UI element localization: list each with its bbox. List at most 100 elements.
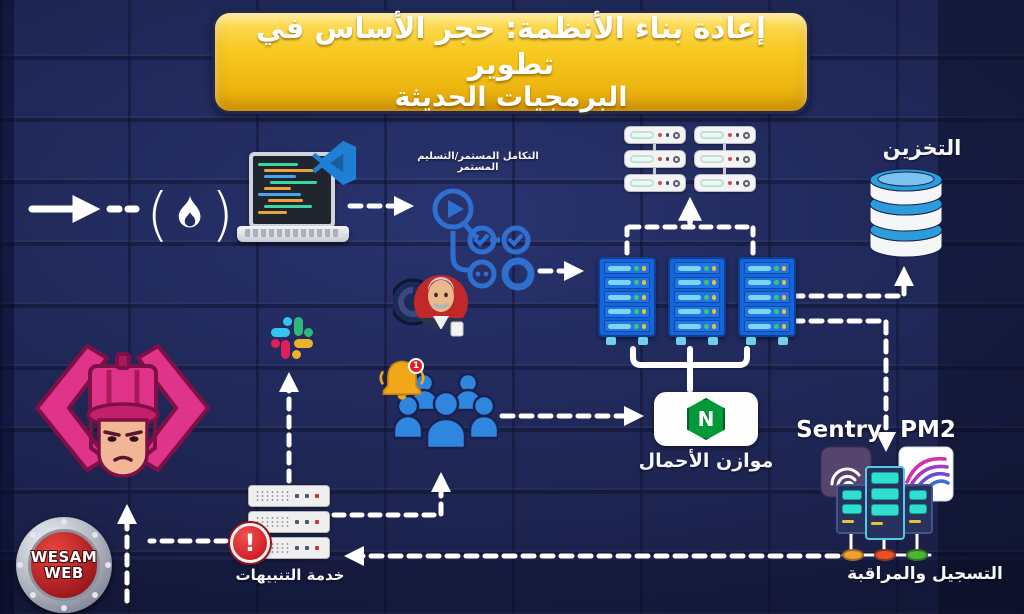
rack-leg <box>708 337 718 345</box>
code-line <box>270 181 317 184</box>
nginx-letter: N <box>697 407 715 431</box>
galactus-icon <box>35 344 210 478</box>
led <box>295 494 299 498</box>
led-green <box>774 323 779 329</box>
rack-slot <box>744 262 790 274</box>
led-yellow <box>641 323 646 329</box>
led <box>295 546 299 550</box>
code-line <box>264 175 297 178</box>
led <box>728 157 732 161</box>
server-link <box>723 168 726 175</box>
rack-slot <box>674 320 720 332</box>
code-line <box>264 169 315 172</box>
led-yellow <box>641 265 646 271</box>
server-ring <box>673 131 681 139</box>
slot-bar <box>678 265 702 271</box>
cicd-label: التكامل المستمر/التسليم المستمر <box>417 151 539 173</box>
app-server-unit <box>694 174 756 192</box>
code-line <box>258 211 287 214</box>
led <box>728 181 732 185</box>
rack-slot <box>744 320 790 332</box>
code-line <box>258 163 298 166</box>
nginx-box: N <box>654 392 758 446</box>
paren-open: ( <box>146 180 169 248</box>
arrow-racks-to-storage <box>789 266 914 299</box>
slack-icon <box>271 317 313 359</box>
server-rack <box>598 257 656 337</box>
server-slot <box>700 179 724 187</box>
rack-slot <box>604 262 650 274</box>
led-yellow <box>781 280 786 285</box>
pipeline-icon <box>432 188 535 291</box>
rack-slot <box>674 305 720 318</box>
title-line-2: البرمجيات الحديثة <box>394 82 628 114</box>
led-green <box>774 294 779 300</box>
tower-slot <box>842 490 862 500</box>
tower-slot <box>871 504 899 516</box>
server-rack <box>738 257 796 337</box>
slot-bar <box>678 323 702 329</box>
led-yellow <box>641 309 646 314</box>
load-balancer-label: موازن الأحمال <box>638 450 774 472</box>
led-yellow <box>781 294 786 300</box>
laptop-base <box>237 226 349 242</box>
bell-count-badge: 1 <box>408 358 424 374</box>
bracket-racks-to-appservers <box>624 215 756 256</box>
alert-server-unit <box>248 511 330 533</box>
led <box>315 494 319 498</box>
rack-slot <box>604 276 650 289</box>
server-slot <box>700 155 724 163</box>
monitor-tower <box>903 484 933 534</box>
server-rack <box>668 257 726 337</box>
laptop-keyboard <box>245 229 341 237</box>
vent-grid <box>255 516 289 528</box>
led <box>315 520 319 524</box>
title-banner: إعادة بناء الأنظمة: حجر الأساس في تطوير … <box>212 10 810 114</box>
rack-leg <box>606 337 616 345</box>
app-server-unit <box>694 150 756 168</box>
led <box>295 520 299 524</box>
slot-bar <box>748 323 772 329</box>
bracket-racks-to-nginx <box>630 346 750 393</box>
led <box>735 157 740 161</box>
rack-slot <box>674 291 720 303</box>
led-green <box>634 309 639 314</box>
slot-bar <box>748 265 772 271</box>
led-green <box>634 323 639 329</box>
server-ring <box>743 131 751 139</box>
users-group-icon <box>394 372 498 450</box>
monitor-tower-main <box>865 466 905 540</box>
monitor-tower <box>836 484 868 534</box>
led-yellow <box>781 265 786 271</box>
rack-slot <box>604 305 650 318</box>
led <box>305 520 309 524</box>
code-line <box>268 199 303 202</box>
app-server-unit <box>624 174 686 192</box>
rack-leg <box>638 337 648 345</box>
rack-leg <box>676 337 686 345</box>
tower-led <box>871 522 883 525</box>
led-green <box>704 294 709 300</box>
tower-slot <box>909 490 927 500</box>
status-node-green <box>906 549 928 561</box>
led-yellow <box>711 294 716 300</box>
server-ring <box>743 179 751 187</box>
code-line <box>264 205 312 208</box>
monitoring-label: التسجيل والمراقبة <box>847 564 1003 584</box>
led-green <box>634 280 639 285</box>
led-green <box>704 309 709 314</box>
server-ring <box>673 179 681 187</box>
led <box>728 133 732 137</box>
server-link <box>653 144 656 151</box>
led-green <box>774 265 779 271</box>
led <box>305 546 309 550</box>
slot-bar <box>678 294 702 300</box>
rack-slot <box>744 276 790 289</box>
server-slot <box>630 179 654 187</box>
slot-bar <box>608 294 632 300</box>
led-green <box>634 294 639 300</box>
storage-label: التخزين <box>882 136 962 160</box>
slot-bar <box>678 309 702 314</box>
tower-slot <box>871 472 899 484</box>
